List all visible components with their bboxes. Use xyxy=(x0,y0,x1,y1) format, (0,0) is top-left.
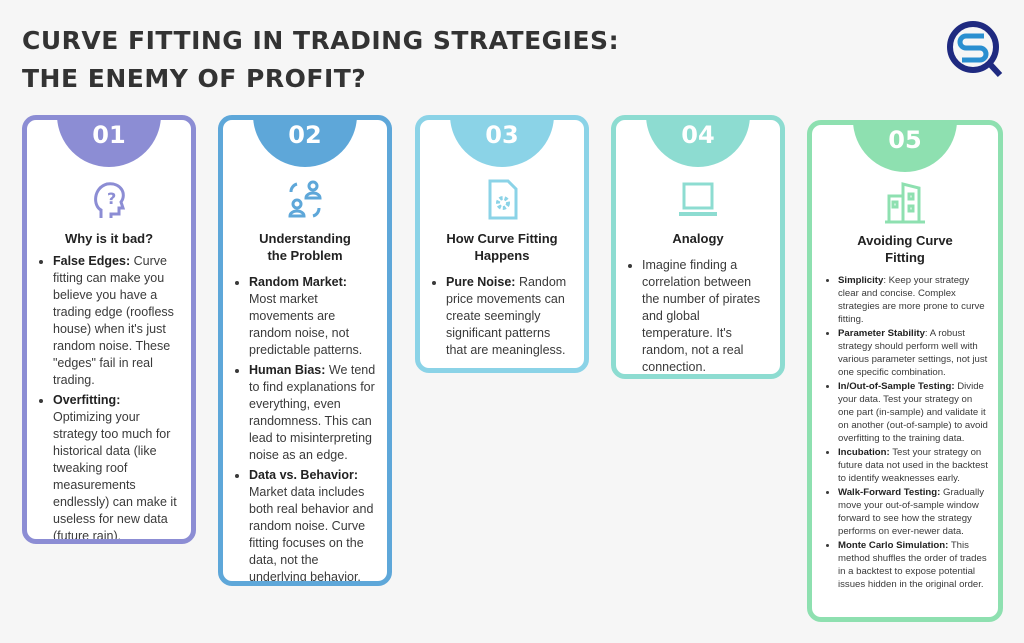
logo-icon xyxy=(947,21,1003,78)
card-title: How Curve Fitting Happens xyxy=(446,231,558,263)
laptop-icon xyxy=(679,182,717,216)
card-title: Why is it bad? xyxy=(64,231,154,246)
card-title: Avoiding Curve Fitting xyxy=(857,233,953,265)
list-item: Pure Noise: Random price movements can c… xyxy=(446,274,574,359)
card-title: Understanding the Problem xyxy=(259,231,351,263)
list-item: Monte Carlo Simulation: This method shuf… xyxy=(838,539,988,591)
card-2: 02 Understanding the Problem Random Mark… xyxy=(218,115,392,586)
card-1: 01 ? Why is it bad? False Edges: Curve f… xyxy=(22,115,196,544)
list-item: Random Market: Most market movements are… xyxy=(249,274,377,359)
card-3: 03 How Curve Fitting Happens Pure Noise:… xyxy=(415,115,589,373)
buildings-icon xyxy=(885,182,925,224)
list-item: Parameter Stability: A robust strategy s… xyxy=(838,327,988,379)
list-item: Data vs. Behavior: Market data includes … xyxy=(249,467,377,581)
card-title: Analogy xyxy=(672,231,724,246)
list-item: Overfitting: Optimizing your strategy to… xyxy=(53,392,181,539)
list-item: Walk-Forward Testing: Gradually move you… xyxy=(838,486,988,538)
people-exchange-icon xyxy=(288,180,322,218)
document-gear-icon xyxy=(488,179,518,220)
card-4: 04 Analogy Imagine finding a correlation… xyxy=(611,115,785,379)
svg-text:?: ? xyxy=(107,189,116,208)
list-item: In/Out-of-Sample Testing: Divide your da… xyxy=(838,380,988,445)
list-item: Human Bias: We tend to find explanations… xyxy=(249,362,377,464)
list-item: Incubation: Test your strategy on future… xyxy=(838,446,988,485)
page-title: CURVE FITTING IN TRADING STRATEGIES: THE… xyxy=(22,26,620,93)
head-question-icon: ? xyxy=(94,182,126,218)
list-item: False Edges: Curve fitting can make you … xyxy=(53,253,181,389)
list-item: Simplicity: Keep your strategy clear and… xyxy=(838,274,988,326)
card-5: 05 Avoiding Curve Fitting Simplicity: Ke… xyxy=(807,120,1003,622)
list-item: Imagine finding a correlation between th… xyxy=(642,257,770,374)
